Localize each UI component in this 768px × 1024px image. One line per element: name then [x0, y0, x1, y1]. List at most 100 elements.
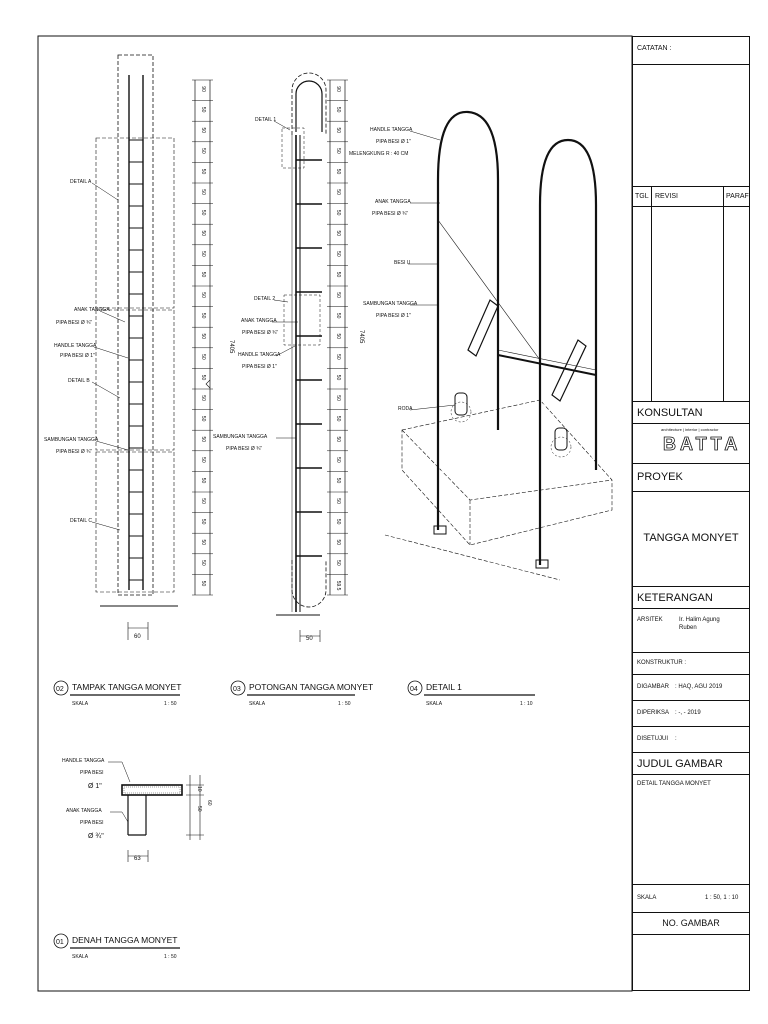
dim-label: 50: [200, 437, 206, 443]
label-handle-pipa-2: Ø 1": [88, 783, 102, 790]
label-anak-pipa-2: Ø ¾": [88, 833, 104, 840]
label-besi-u: BESI U: [394, 260, 411, 266]
label-anak-tangga: ANAK TANGGA: [74, 307, 110, 313]
width-dim: 60: [134, 634, 141, 640]
dim-label: 50: [200, 128, 206, 134]
dim-label: 50: [335, 189, 341, 195]
judul-value-row: DETAIL TANGGA MONYET: [633, 775, 749, 885]
label-handle-tangga: HANDLE TANGGA: [62, 758, 105, 764]
drawing-number: 04: [410, 686, 418, 693]
dim-label: 50: [335, 128, 341, 134]
dim-label: 59.5: [335, 581, 341, 591]
catatan-row: CATATAN :: [633, 37, 749, 65]
scale-value: 1 : 50: [338, 701, 351, 707]
skala-row: SKALA 1 : 50, 1 : 10: [633, 885, 749, 913]
drawing-frame: [37, 35, 633, 992]
label-handle-tangga: HANDLE TANGGA: [54, 343, 97, 349]
digambar-row: DIGAMBAR : HAQ, AGU 2019: [633, 675, 749, 701]
label-handle-pipa: PIPA BESI Ø 1": [242, 364, 277, 370]
dim-label: 50: [200, 272, 206, 278]
scale-label: SKALA: [72, 954, 89, 960]
side-dim-total: 60: [206, 800, 212, 806]
label-detail-1: DETAIL 1: [255, 117, 276, 123]
proyek-label: PROYEK: [637, 471, 683, 483]
disetujui-row: DISETUJUI :: [633, 727, 749, 753]
dim-label: 50: [335, 437, 341, 443]
judul-label: JUDUL GAMBAR: [637, 758, 723, 770]
konsultan-row: KONSULTAN: [633, 402, 749, 424]
title-block: CATATAN : TGL REVISI PARAF KONSULTAN arc…: [632, 36, 750, 991]
project-name-row: TANGGA MONYET: [633, 492, 749, 587]
label-melengkung: MELENGKUNG R : 40 CM: [349, 151, 408, 157]
dim-label: 50: [200, 581, 206, 587]
dim-label: 50: [200, 148, 206, 154]
diperiksa-value: : -, - 2019: [675, 710, 701, 716]
skala-value: 1 : 50, 1 : 10: [705, 895, 739, 901]
label-handle-tangga: HANDLE TANGGA: [370, 127, 413, 133]
total-height-dim: 7405: [228, 340, 234, 354]
drawing-title: DETAIL 1: [426, 682, 462, 692]
dim-label: 50: [200, 395, 206, 401]
drawing-title: POTONGAN TANGGA MONYET: [249, 682, 373, 692]
dim-label: 50: [200, 519, 206, 525]
dim-label: 50: [200, 457, 206, 463]
label-handle-tangga: HANDLE TANGGA: [238, 352, 281, 358]
label-anak-pipa: PIPA BESI Ø ¾": [56, 320, 92, 326]
dim-label: 50: [200, 416, 206, 422]
section-dimension-ticks: 9050505050505050505050505050505050505050…: [327, 79, 348, 596]
scale-label: SKALA: [72, 701, 89, 707]
label-handle-pipa-1: PIPA BESI: [80, 770, 104, 776]
label-detail-2: DETAIL 2: [254, 296, 275, 302]
dim-label: 50: [200, 540, 206, 546]
konsultan-label: KONSULTAN: [637, 407, 703, 419]
drawing-number: 03: [233, 686, 241, 693]
konstruktur-label: KONSTRUKTUR :: [637, 660, 687, 666]
label-sambungan: SAMBUNGAN TANGGA: [363, 301, 418, 307]
logo-row: architecture | interior | contractor BAT…: [633, 424, 749, 464]
label-anak-pipa: PIPA BESI Ø ¾": [372, 211, 408, 217]
label-detail-b: DETAIL B: [68, 378, 90, 384]
section-rungs: [296, 159, 322, 557]
label-anak-pipa-1: PIPA BESI: [80, 820, 104, 826]
dim-label: 50: [335, 292, 341, 298]
dim-label: 90: [200, 86, 206, 92]
dim-label: 50: [335, 375, 341, 381]
tgl-header: TGL: [635, 193, 649, 200]
dim-label: 50: [200, 498, 206, 504]
project-name: TANGGA MONYET: [643, 532, 739, 544]
dim-label: 50: [335, 416, 341, 422]
dim-label: 50: [200, 375, 206, 381]
dim-label: 50: [200, 354, 206, 360]
label-handle-pipa: PIPA BESI Ø 1": [376, 139, 411, 145]
label-sambungan: SAMBUNGAN TANGGA: [213, 434, 268, 440]
digambar-label: DIGAMBAR: [637, 684, 670, 690]
dim-label: 50: [335, 148, 341, 154]
dim-label: 50: [200, 560, 206, 566]
paraf-header: PARAF: [726, 193, 749, 200]
label-sambungan-pipa: PIPA BESI Ø ¾": [226, 446, 262, 452]
arsitek-value-2: Ruben: [679, 625, 697, 631]
dim-label: 50: [335, 313, 341, 319]
elevation-view-02: 9050505050505050505050505050505050505050…: [44, 54, 234, 707]
dim-label: 50: [200, 231, 206, 237]
disetujui-value: :: [675, 736, 677, 742]
drawing-title: TAMPAK TANGGA MONYET: [72, 682, 181, 692]
judul-row: JUDUL GAMBAR: [633, 753, 749, 775]
revision-table: TGL REVISI PARAF: [633, 187, 749, 402]
logo-tagline: architecture | interior | contractor: [661, 427, 719, 432]
dim-label: 50: [335, 334, 341, 340]
keterangan-row: KETERANGAN: [633, 587, 749, 609]
no-gambar-row: NO. GAMBAR: [633, 913, 749, 935]
dim-label: 50: [335, 107, 341, 113]
drawing-number: 02: [56, 686, 64, 693]
section-view-03: 9050505050505050505050505050505050505050…: [213, 72, 373, 707]
drawing-number: 01: [56, 939, 64, 946]
keterangan-label: KETERANGAN: [637, 592, 713, 604]
dim-label: 50: [335, 519, 341, 525]
label-detail-a: DETAIL A: [70, 179, 92, 185]
label-sambungan: SAMBUNGAN TANGGA: [44, 437, 99, 443]
scale-value: 1 : 50: [164, 701, 177, 707]
label-anak-pipa: PIPA BESI Ø ¾": [242, 330, 278, 336]
dim-label: 50: [335, 540, 341, 546]
